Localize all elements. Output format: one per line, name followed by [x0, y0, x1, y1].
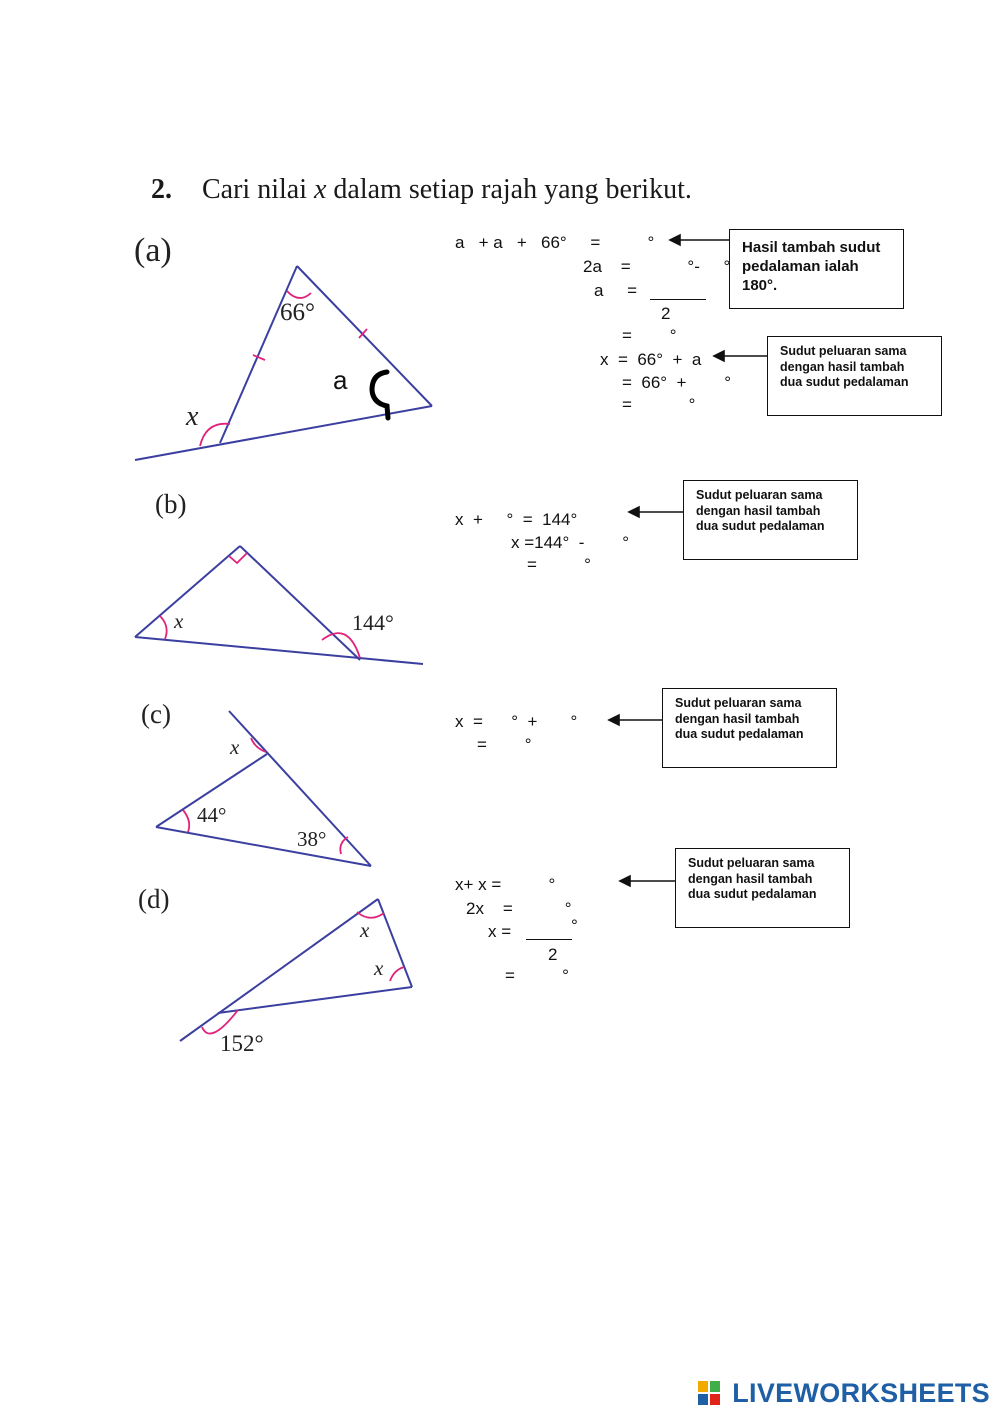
part-b-note-exterior-angle: Sudut peluaran sama dengan hasil tambah …: [683, 480, 858, 560]
diagram-c-angle-44: 44°: [197, 803, 227, 827]
diagram-d-bottom-side: [217, 986, 413, 1014]
part-a-fraction-bar: [650, 299, 706, 300]
part-a-work-line-2: 2a = °- °: [583, 257, 731, 276]
diagram-c-arc-x: [250, 737, 267, 753]
part-b-work-line-2: x =144° - °: [511, 533, 630, 552]
part-a-work-line-7: = °: [622, 395, 696, 414]
part-a-work-line-4: = °: [622, 326, 677, 345]
diagram-a-angle-x: x: [186, 401, 199, 432]
diagram-c-arc-38: [339, 836, 349, 855]
diagram-b-angle-144: 144°: [352, 610, 394, 635]
diagram-b-arc-x: [159, 615, 168, 640]
part-d-denominator: 2: [548, 945, 558, 964]
diagram-a-base-line: [134, 405, 433, 461]
part-c-work-line-2: = °: [477, 735, 532, 754]
part-b-work-line-3: = °: [527, 555, 591, 574]
diagram-a-arc-66: [286, 290, 312, 299]
diagram-a-angle-66: 66°: [280, 299, 315, 326]
diagram-a-right-side: [296, 265, 433, 407]
part-d-work-degree: °: [571, 916, 578, 935]
part-d-label: (d): [138, 884, 170, 914]
part-c-label: (c): [141, 699, 171, 729]
diagram-d-extended-side: [179, 898, 379, 1042]
part-d-work-line-2: 2x = °: [466, 899, 572, 918]
diagram-b-angle-x: x: [174, 609, 184, 633]
diagram-d-arc-right: [389, 966, 405, 982]
diagram-d-arc-top: [356, 911, 385, 919]
diagram-b-right-angle: [228, 552, 248, 565]
part-d-fraction-bar: [526, 939, 572, 940]
diagram-a-angle-a: a: [333, 365, 348, 395]
diagram-d-angle-x-right: x: [374, 956, 384, 980]
diagram-a-arc-x: [199, 422, 231, 447]
diagram-c-arc-44: [182, 809, 191, 833]
arrow-c-head: [607, 713, 620, 727]
diagram-b-left-side: [134, 545, 241, 638]
part-a-note-interior-sum: Hasil tambah sudut pedalaman ialah 180°.: [729, 229, 904, 309]
arrow-a-1-head: [668, 233, 681, 247]
diagram-a-tick-right: [358, 328, 368, 339]
part-a-work-line-5: x = 66° + a: [600, 350, 702, 369]
part-a-label: (a): [134, 232, 172, 269]
diagram-c-base-side: [155, 826, 372, 867]
question-heading: 2. Cari nilai x dalam setiap rajah yang b…: [137, 142, 692, 206]
heading-text-before: Cari nilai: [202, 174, 314, 205]
part-a-work-line-6: = 66° + °: [622, 373, 732, 392]
diagram-d-angle-152: 152°: [220, 1031, 264, 1056]
question-number: 2.: [151, 174, 172, 205]
diagram-b-base-line: [134, 636, 424, 665]
part-b-work-line-1: x + ° = 144°: [455, 510, 578, 529]
diagram-b-right-side: [239, 545, 361, 661]
diagram-a-marker-stroke: [369, 369, 391, 421]
part-d-note-exterior-angle: Sudut peluaran sama dengan hasil tambah …: [675, 848, 850, 928]
diagram-c-angle-x: x: [230, 735, 240, 759]
diagram-b-arc-144: [321, 632, 361, 659]
diagram-a-tick-left: [252, 354, 266, 361]
diagram-c-angle-38: 38°: [297, 827, 327, 851]
part-d-work-line-4: = °: [505, 966, 569, 985]
part-d-work-line-1: x+ x = °: [455, 875, 556, 894]
arrow-d-head: [618, 874, 631, 888]
heading-variable: x: [313, 174, 327, 205]
diagram-d-angle-x-top: x: [360, 918, 370, 942]
part-d-work-line-3: x =: [488, 922, 512, 941]
part-a-work-line-3: a =: [594, 281, 637, 300]
arrow-b-head: [627, 505, 640, 519]
part-b-label: (b): [155, 489, 187, 519]
part-a-denominator: 2: [661, 304, 671, 323]
part-c-note-exterior-angle: Sudut peluaran sama dengan hasil tambah …: [662, 688, 837, 768]
diagram-a-left-side: [219, 265, 298, 444]
liveworksheets-brand: LIVEWORKSHEETS: [732, 1378, 990, 1408]
part-a-work-line-1: a + a + 66° = °: [455, 233, 655, 252]
heading-text-after: dalam setiap rajah yang berikut.: [326, 174, 692, 205]
part-c-work-line-1: x = ° + °: [455, 712, 578, 731]
part-a-note-exterior-angle: Sudut peluaran sama dengan hasil tambah …: [767, 336, 942, 416]
arrow-a-2-head: [712, 349, 725, 363]
liveworksheets-logo-icon: [698, 1381, 720, 1405]
